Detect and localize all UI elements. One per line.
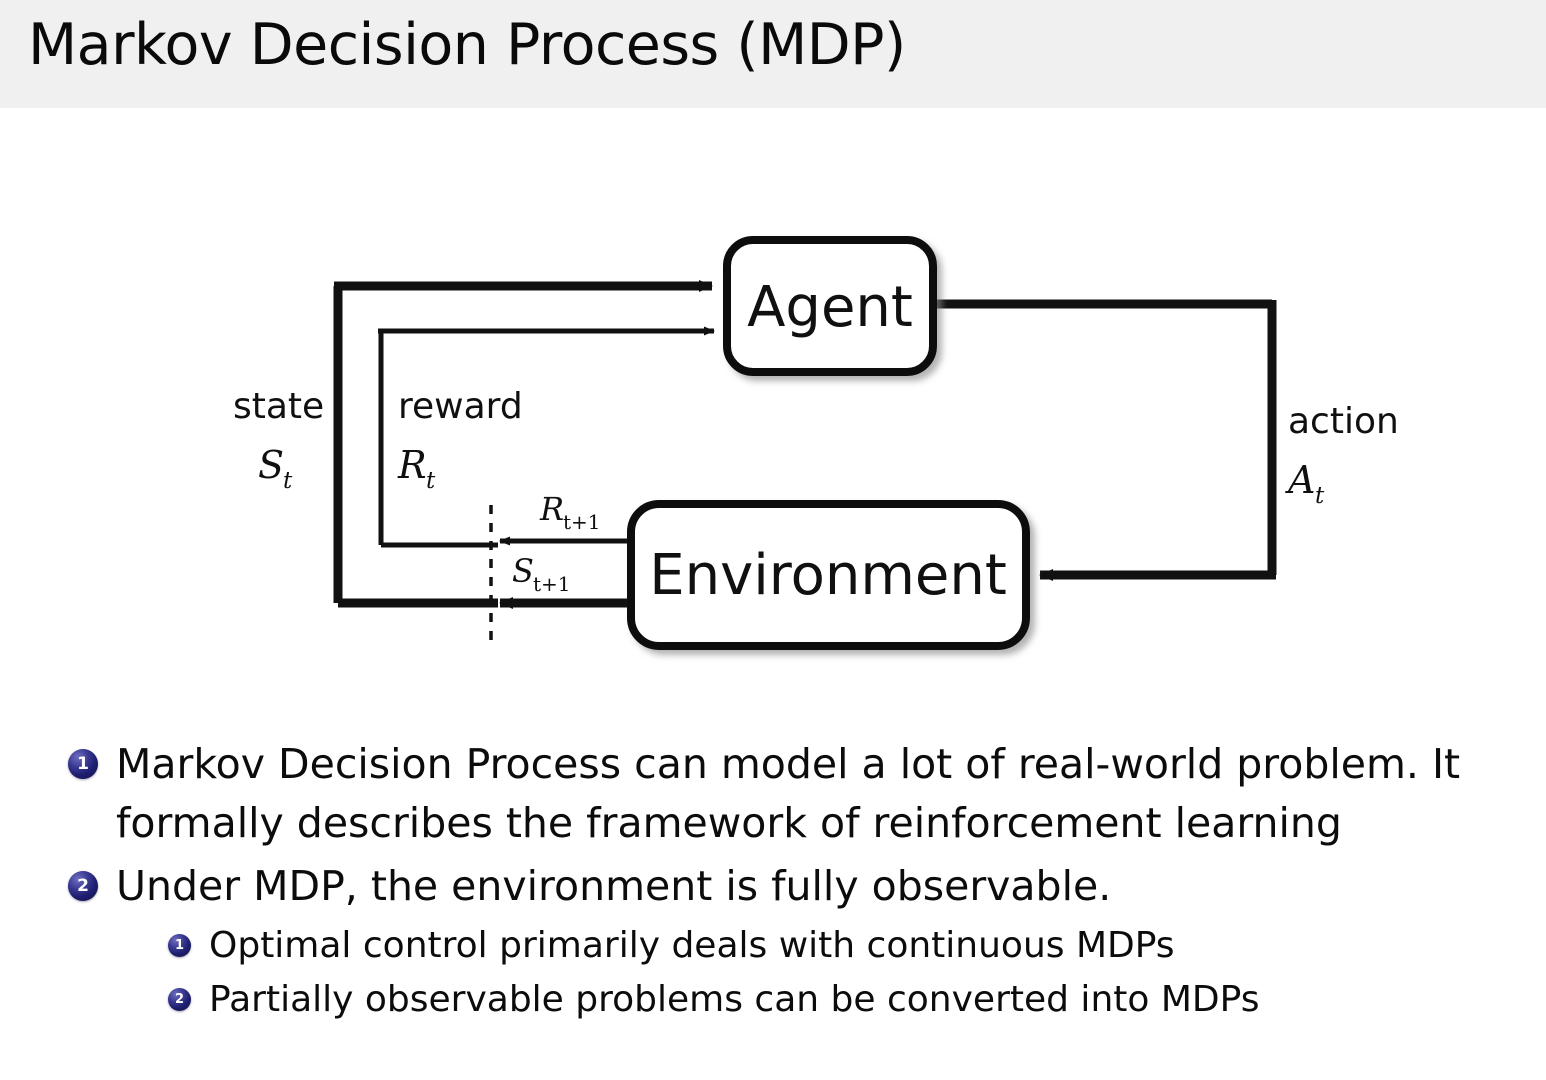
action-label-subscript: t [1315, 483, 1325, 509]
state-next-label-subscript: t+1 [533, 572, 571, 596]
action-label-symbol: A [1285, 458, 1315, 502]
bullet-text: Under MDP, the environment is fully obse… [116, 857, 1111, 916]
state-next-label: S t+1 [512, 552, 571, 596]
environment-box[interactable]: Environment [627, 500, 1030, 650]
state-label-symbol: S [258, 443, 284, 487]
bullet-line: formally describes the framework of rein… [116, 799, 1342, 847]
bullet-line: Markov Decision Process can model a lot … [116, 740, 1461, 788]
bullet-badge: 1 [68, 749, 98, 779]
state-label: state S t [233, 386, 324, 494]
list-item: 1 Markov Decision Process can model a lo… [0, 735, 1546, 853]
reward-label-subscript: t [426, 468, 436, 494]
page-title: Markov Decision Process (MDP) [28, 12, 906, 78]
mdp-loop-diagram: Agent Environment state S t reward R t [0, 108, 1546, 708]
reward-label-word: reward [398, 386, 523, 427]
list-item: 1 Optimal control primarily deals with c… [0, 920, 1546, 972]
state-feedback-path [333, 280, 713, 603]
list-item: 2 Under MDP, the environment is fully ob… [0, 857, 1546, 916]
bullet-badge: 2 [168, 988, 191, 1011]
return-segments [338, 542, 498, 608]
state-label-word: state [233, 386, 324, 427]
bullet-text: Partially observable problems can be con… [209, 979, 1260, 1020]
agent-box[interactable]: Agent [723, 236, 937, 376]
reward-next-label: R t+1 [539, 490, 601, 534]
bullet-list: 1 Markov Decision Process can model a lo… [0, 735, 1546, 1028]
list-item: 2 Partially observable problems can be c… [0, 974, 1546, 1026]
environment-box-label: Environment [649, 543, 1007, 608]
bullet-text: Optimal control primarily deals with con… [209, 925, 1175, 966]
agent-box-label: Agent [747, 275, 913, 340]
reward-feedback-path [378, 326, 715, 545]
reward-next-label-subscript: t+1 [563, 510, 601, 534]
bullet-badge: 1 [168, 934, 191, 957]
reward-label-symbol: R [397, 443, 427, 487]
action-label-word: action [1288, 401, 1399, 442]
bullet-text: Markov Decision Process can model a lot … [116, 735, 1460, 853]
reward-next-label-symbol: R [539, 490, 564, 528]
slide-header-bar [0, 0, 1546, 108]
bullet-badge: 2 [68, 871, 98, 901]
action-label: action A t [1285, 401, 1399, 509]
bullet-line: Under MDP, the environment is fully obse… [116, 862, 1112, 910]
action-path [933, 299, 1277, 581]
state-next-label-symbol: S [512, 552, 534, 590]
state-label-subscript: t [283, 468, 293, 494]
reward-label: reward R t [397, 386, 523, 494]
